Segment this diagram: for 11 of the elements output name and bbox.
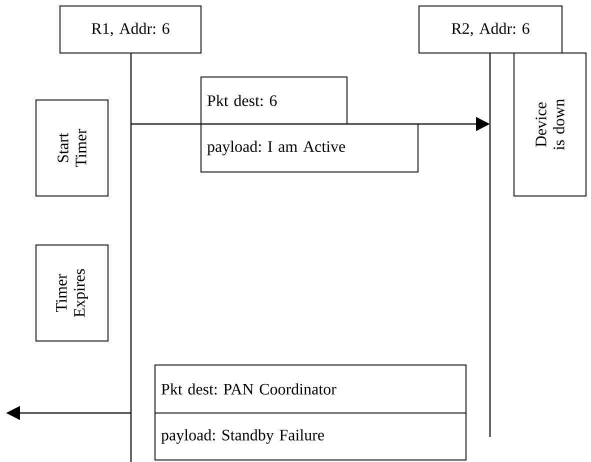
message-box: payload: I am Active (200, 124, 418, 172)
participant-box: R1, Addr: 6 (60, 6, 202, 54)
lifeline (489, 53, 491, 437)
participant-box: R2, Addr: 6 (418, 6, 562, 54)
message-box: Pkt dest: 6 (200, 76, 348, 124)
event-box: Start Timer (36, 100, 108, 196)
message-box: payload: Standby Failure (154, 412, 466, 460)
event-box: Device is down (514, 52, 586, 196)
message-box: Pkt dest: PAN Coordinator (154, 364, 466, 414)
event-box: Timer Expires (36, 244, 108, 342)
lifeline (130, 53, 132, 462)
